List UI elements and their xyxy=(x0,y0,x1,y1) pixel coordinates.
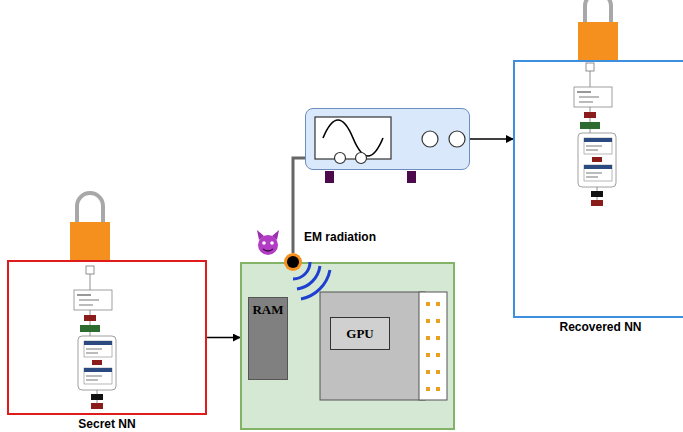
network-graph xyxy=(74,266,116,409)
oscilloscope xyxy=(305,108,470,170)
chip-label: GPU xyxy=(346,326,373,342)
gpu-die: GPU xyxy=(330,317,390,350)
flow-arrow xyxy=(470,138,513,140)
probe xyxy=(284,253,302,271)
circuit-board: RAM GPU xyxy=(240,262,455,430)
em-waves xyxy=(293,262,330,299)
probe-cable xyxy=(293,158,305,253)
secret-network-box: Secret NN xyxy=(7,260,207,415)
network-graph xyxy=(574,63,616,206)
annotation: EM radiation xyxy=(304,230,376,244)
recovered-network-box: Recovered NN xyxy=(513,60,683,318)
box-caption: Recovered NN xyxy=(515,320,683,334)
scope-face xyxy=(305,108,470,188)
flow-arrow xyxy=(207,337,240,339)
ram-chip: RAM xyxy=(248,297,288,380)
padlock xyxy=(70,193,110,260)
chip-label: RAM xyxy=(249,302,287,318)
padlock xyxy=(578,0,618,60)
attacker-devil xyxy=(257,230,279,255)
box-caption: Secret NN xyxy=(9,417,205,431)
